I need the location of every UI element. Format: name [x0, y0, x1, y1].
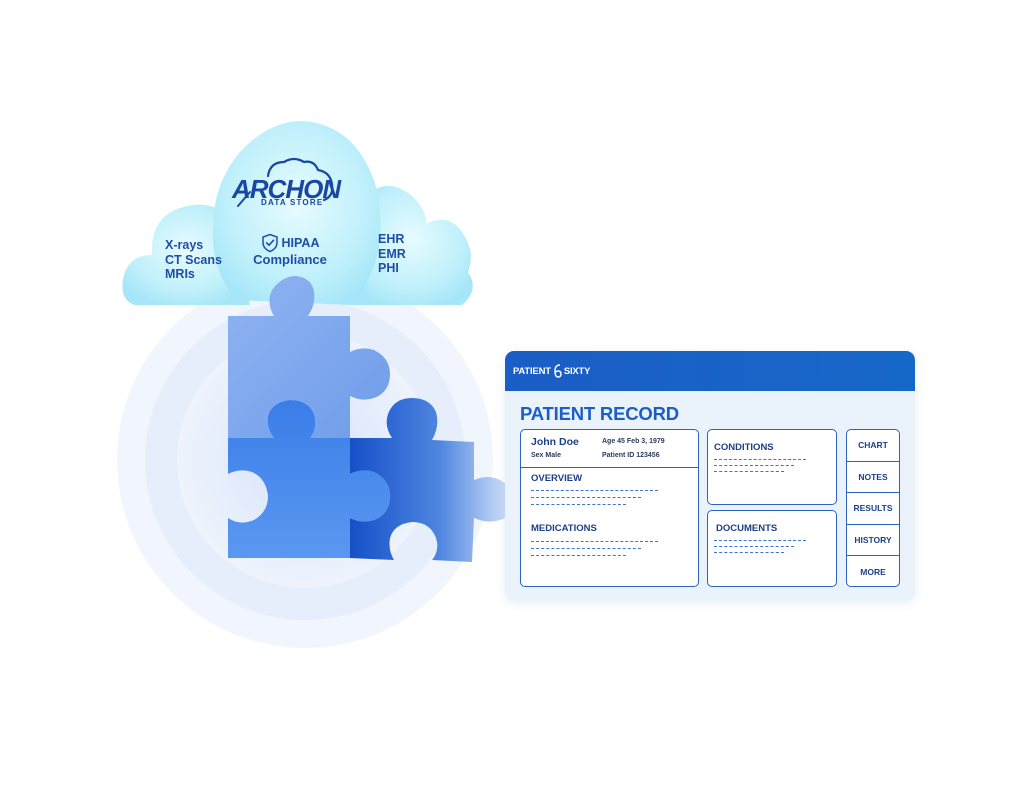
patient-header: John Doe Age 45 Feb 3, 1979 Sex Male Pat…: [521, 430, 698, 468]
shield-check-icon: [261, 233, 278, 253]
brand-left-text: PATIENT: [513, 365, 551, 377]
cloud-center-shape: [212, 121, 381, 305]
placeholder-line: [531, 555, 626, 556]
card-header: PATIENT SIXTY: [505, 351, 915, 391]
placeholder-line: [714, 546, 794, 547]
placeholder-line: [531, 497, 641, 498]
hipaa-text: HIPAA: [281, 235, 320, 250]
placeholder-line: [714, 552, 784, 553]
conditions-panel: CONDITIONS: [707, 429, 837, 505]
imaging-type-item: X-rays: [165, 238, 204, 252]
nav-notes[interactable]: NOTES: [847, 462, 899, 494]
patient-sixty-logo-icon: [554, 364, 562, 378]
placeholder-line: [714, 465, 794, 466]
imaging-type-item: MRIs: [165, 267, 195, 281]
hipaa-compliance-label: HIPAA Compliance: [248, 233, 332, 268]
archon-logo: ARCHON DATA STORE: [228, 152, 341, 214]
cloud-group: [122, 121, 473, 305]
placeholder-line: [531, 504, 626, 505]
puzzle-piece-top: [228, 276, 390, 438]
record-nav-panel: CHART NOTES RESULTS HISTORY MORE: [846, 429, 900, 587]
record-type-item: EMR: [378, 246, 406, 261]
nav-results[interactable]: RESULTS: [847, 493, 899, 525]
archon-wordmark: ARCHON: [232, 174, 341, 204]
patient-sixty-brand: PATIENT SIXTY: [513, 363, 591, 379]
puzzle-piece-connector: [350, 398, 514, 562]
compliance-text: Compliance: [253, 252, 327, 267]
documents-label: DOCUMENTS: [716, 523, 778, 534]
archon-subtitle: DATA STORE: [261, 198, 324, 207]
imaging-types-list: X-rays CT Scans MRIs: [165, 238, 222, 282]
overview-label: OVERVIEW: [531, 473, 583, 484]
patient-id: Patient ID 123456: [602, 452, 660, 459]
patient-age-dob: Age 45 Feb 3, 1979: [602, 438, 665, 445]
record-type-item: PHI: [378, 261, 399, 275]
placeholder-line: [714, 471, 784, 472]
placeholder-line: [714, 540, 806, 541]
placeholder-line: [531, 541, 658, 542]
placeholder-line: [714, 459, 806, 460]
nav-chart[interactable]: CHART: [847, 430, 899, 462]
documents-panel: DOCUMENTS: [707, 510, 837, 587]
patient-name: John Doe: [531, 436, 579, 448]
logo-cloud-outline-icon: [237, 157, 334, 207]
record-types-list: EHR EMR PHI: [378, 232, 406, 276]
nav-more[interactable]: MORE: [860, 567, 886, 578]
imaging-type-item: CT Scans: [165, 252, 222, 267]
patient-sex: Sex Male: [531, 452, 561, 459]
patient-record-card: PATIENT SIXTY PATIENT RECORD John Doe Ag…: [505, 351, 915, 601]
conditions-label: CONDITIONS: [714, 442, 774, 453]
placeholder-line: [531, 490, 658, 491]
puzzle-piece-bottom: [228, 400, 390, 558]
cloud-right-shape: [350, 185, 473, 305]
record-title: PATIENT RECORD: [520, 403, 679, 424]
nav-history[interactable]: HISTORY: [847, 525, 899, 557]
placeholder-line: [531, 548, 641, 549]
record-type-item: EHR: [378, 232, 405, 246]
brand-right-text: SIXTY: [563, 365, 591, 377]
medications-label: MEDICATIONS: [531, 523, 597, 534]
patient-summary-panel: John Doe Age 45 Feb 3, 1979 Sex Male Pat…: [520, 429, 699, 587]
